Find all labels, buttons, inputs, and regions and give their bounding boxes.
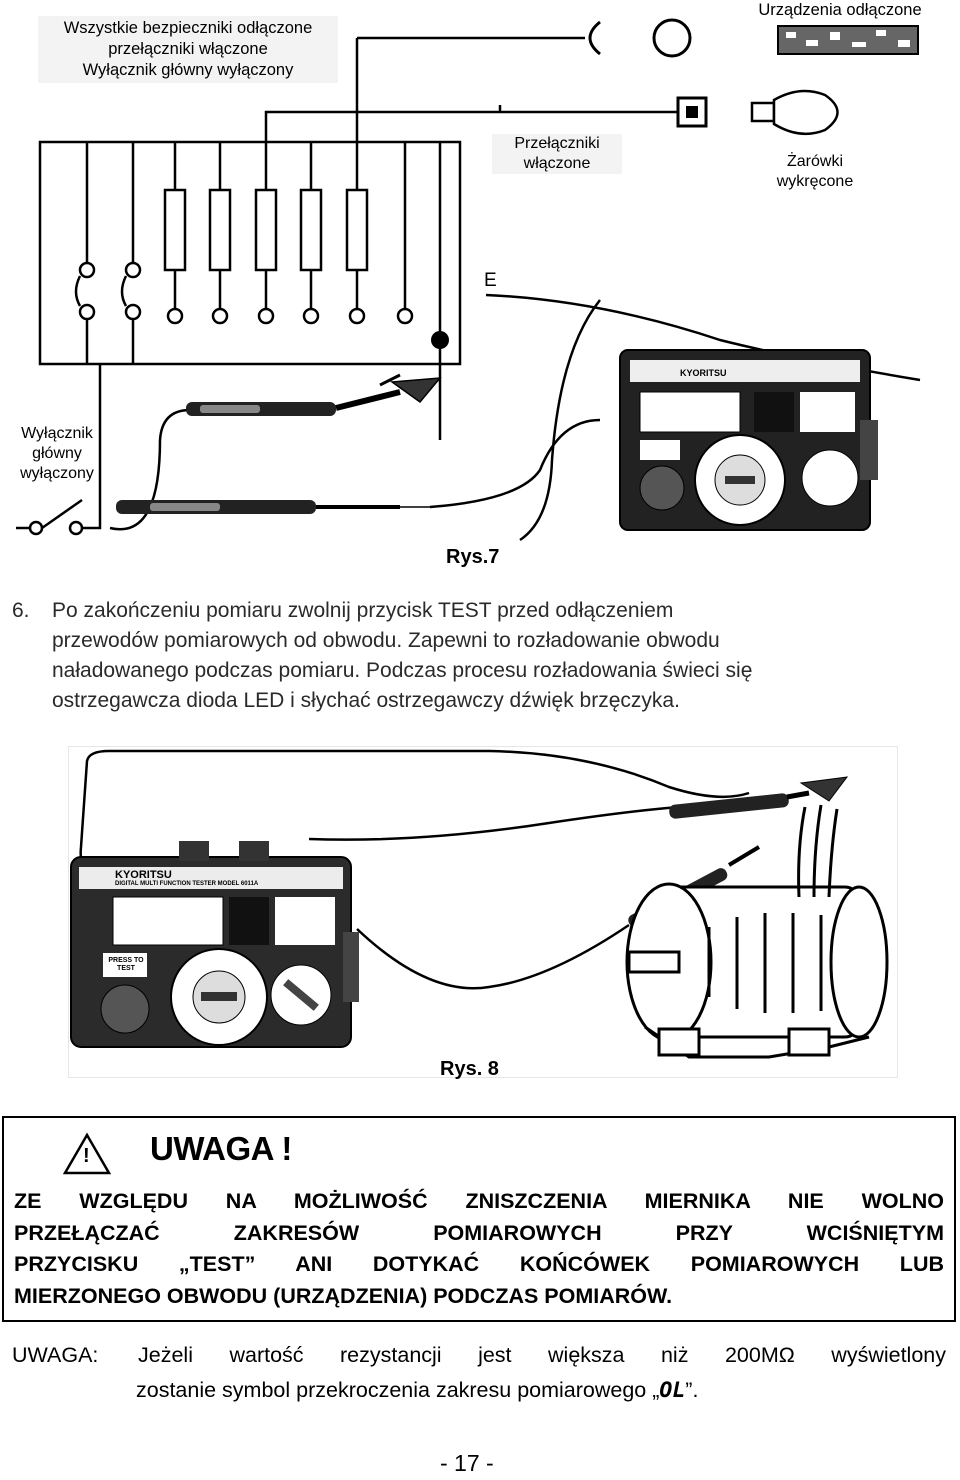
note-line-1: Jeżeli wartość rezystancji jest większa … — [138, 1343, 946, 1367]
warning-line: MIERZONEGO OBWODU (URZĄDZENIA) PODCZAS P… — [14, 1283, 673, 1308]
warning-line: PRZYCISKU „TEST” ANI DOTYKAĆ KOŃCÓWEK PO… — [14, 1252, 944, 1276]
label-line: Przełączniki — [514, 135, 600, 152]
label-devices-disconnected: Urządzenia odłączone — [730, 0, 950, 20]
distribution-board — [38, 140, 462, 366]
warning-line: ZE WZGLĘDU NA MOŻLIWOŚĆ ZNISZCZENIA MIER… — [14, 1189, 944, 1213]
page-number: - 17 - — [440, 1450, 494, 1476]
socket-icon — [652, 18, 692, 58]
text-line: przewodów pomiarowych od obwodu. Zapewni… — [52, 629, 720, 652]
step-6-number: 6. — [12, 599, 30, 622]
label-line: Wyłącznik — [21, 425, 93, 442]
tester-device — [70, 841, 359, 1048]
warning-triangle-icon — [62, 1132, 112, 1175]
overload-symbol: OL — [659, 1378, 686, 1403]
label-line: Żarówki — [786, 153, 843, 170]
label-switches-on: Przełączniki włączone — [492, 134, 622, 174]
label-bulbs-removed: Żarówki wykręcone — [740, 152, 890, 192]
text-line: naładowanego podczas pomiaru. Podczas pr… — [52, 659, 753, 682]
label-line: przełączniki włączone — [108, 40, 268, 58]
crocodile-clip-icon — [799, 776, 849, 802]
main-switch-icon — [16, 364, 102, 536]
motor-icon — [625, 804, 889, 1059]
label-line: Wszystkie bezpieczniki odłączone — [63, 19, 313, 37]
svg-text:KYORITSU: KYORITSU — [680, 368, 727, 378]
figure-8-caption: Rys. 8 — [440, 1058, 499, 1080]
figure-8: KYORITSU DIGITAL MULTI FUNCTION TESTER M… — [68, 746, 898, 1078]
label-earth: E — [484, 270, 497, 291]
test-lead-icon — [308, 776, 849, 841]
figure-7: KYORITSU Wszystkie bezpieczniki odłączon… — [0, 0, 960, 560]
warning-line: PRZEŁĄCZAĆ ZAKRESÓW POMIAROWYCH PRZY WCI… — [14, 1220, 944, 1245]
label-main-switch-off: Wyłącznik główny wyłączony — [2, 424, 112, 484]
label-all-fuses-disconnected: Wszystkie bezpieczniki odłączone przełąc… — [38, 16, 338, 83]
light-bulb-icon — [750, 89, 839, 136]
motor-test-diagram — [70, 749, 889, 1059]
circuit-wires — [173, 36, 680, 190]
fuse-icon — [163, 188, 369, 272]
test-cable — [79, 749, 750, 869]
tester-model: DIGITAL MULTI FUNCTION TESTER MODEL 6011… — [115, 881, 259, 887]
heater-device — [777, 25, 919, 55]
switch-icon — [676, 96, 708, 128]
warning-triangle-mark: ! — [83, 1145, 90, 1167]
warning-title: UWAGA ! — [150, 1130, 292, 1167]
label-line: wykręcone — [776, 173, 854, 190]
note-line-2: zostanie symbol przekroczenia zakresu po… — [136, 1373, 698, 1408]
step-6-text: Po zakończeniu pomiaru zwolnij przycisk … — [52, 596, 952, 716]
test-lead-icon — [116, 418, 601, 514]
press-to-test-label: PRESS TO TEST — [108, 957, 144, 972]
note-prefix: UWAGA: — [12, 1343, 99, 1367]
circuit-diagram: KYORITSU — [16, 18, 921, 542]
label-line: główny — [32, 445, 82, 462]
warning-text: ZE WZGLĘDU NA MOŻLIWOŚĆ ZNISZCZENIA MIER… — [14, 1186, 944, 1312]
label-line: włączone — [523, 155, 591, 172]
note-text-end: ”. — [685, 1378, 699, 1402]
test-lead-icon — [109, 373, 442, 531]
warning-box: ! UWAGA ! ZE WZGLĘDU NA MOŻLIWOŚĆ ZNISZC… — [2, 1116, 956, 1322]
plug-icon — [588, 20, 601, 56]
label-line: wyłączony — [20, 465, 94, 482]
terminal-circles — [78, 261, 414, 325]
crocodile-clip-icon — [389, 377, 442, 404]
tester-brand: KYORITSU — [115, 869, 172, 881]
text-line: ostrzegawcza dioda LED i słychać ostrzeg… — [52, 689, 680, 712]
note-text: zostanie symbol przekroczenia zakresu po… — [136, 1378, 660, 1402]
label-line: Wyłącznik główny wyłączony — [82, 61, 294, 79]
tester-device: KYORITSU — [619, 349, 878, 531]
text-line: Po zakończeniu pomiaru zwolnij przycisk … — [52, 599, 674, 622]
figure-7-caption: Rys.7 — [446, 546, 500, 568]
